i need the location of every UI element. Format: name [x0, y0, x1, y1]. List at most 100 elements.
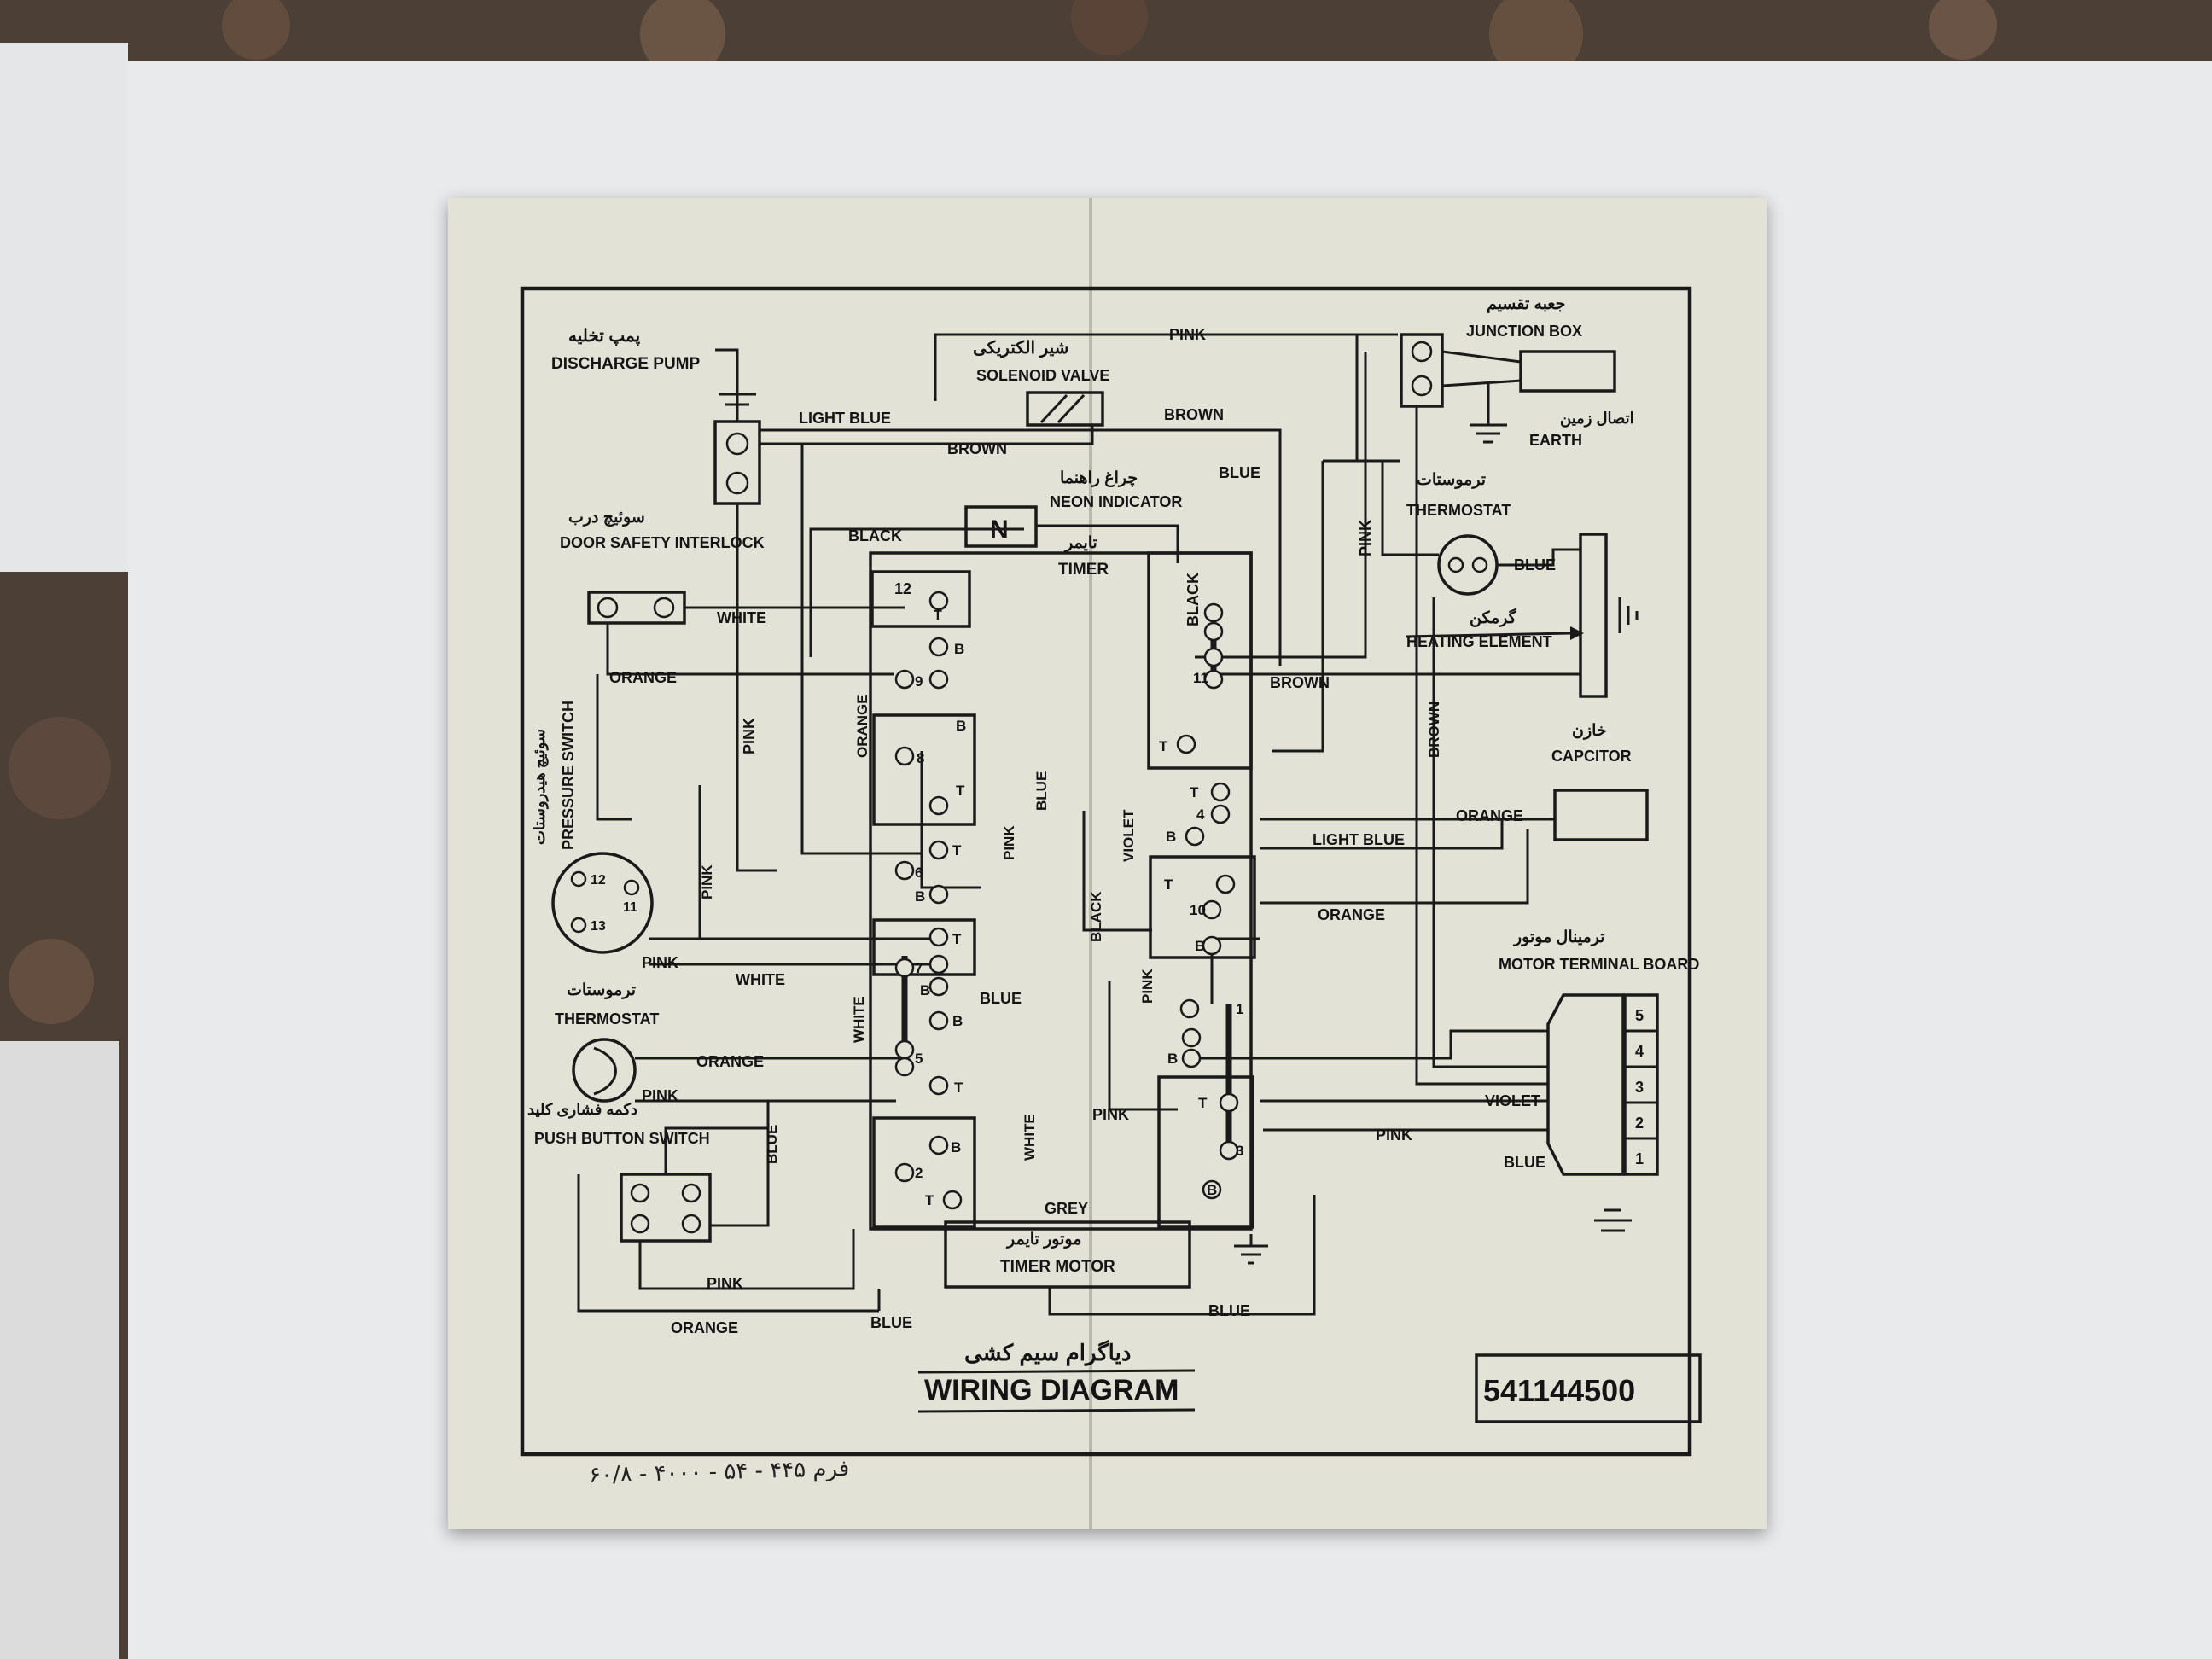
timer-terminal-t: T	[1198, 1095, 1208, 1111]
wire-label-white: WHITE	[717, 609, 766, 626]
timer-terminal-b: B	[956, 718, 966, 734]
paper-scrap	[0, 43, 128, 572]
wire-label-pink: PINK	[1376, 1126, 1412, 1144]
timer-terminal-b: B	[1167, 1051, 1178, 1067]
wire-label-brown: BROWN	[1270, 674, 1330, 691]
terminal-13-ps: 13	[591, 919, 606, 934]
door-interlock-label: DOOR SAFETY INTERLOCK	[560, 534, 765, 551]
discharge-pump-label: DISCHARGE PUMP	[551, 355, 701, 373]
timer-terminal-b: B	[952, 1013, 963, 1029]
terminal-screws	[894, 591, 1239, 1210]
wire-color-labels: PINK LIGHT BLUE BROWN BROWN BLUE BLACK P…	[609, 326, 1556, 1336]
motor-pin-5: 5	[1635, 1007, 1644, 1024]
timer-motor-label-fa: موتور تایمر	[1005, 1231, 1081, 1249]
neon-label-fa: چراغ راهنما	[1060, 469, 1138, 487]
timer-terminal-6: 6	[915, 864, 923, 881]
timer-terminal-4: 4	[1196, 806, 1205, 823]
push-button-label: PUSH BUTTON SWITCH	[534, 1130, 710, 1147]
timer-terminal-b: B	[915, 888, 925, 905]
timer-terminal-9: 9	[915, 673, 923, 690]
wire-label-black: BLACK	[848, 527, 902, 544]
thermostat-left-label-fa: ترموستات	[567, 981, 636, 999]
timer-terminal-t: T	[1164, 876, 1173, 893]
wire-label-white: WHITE	[851, 996, 867, 1043]
pressure-switch	[551, 852, 654, 954]
thermostat-top-label-fa: ترموستات	[1417, 471, 1486, 489]
capacitor-label: CAPCITOR	[1551, 748, 1632, 765]
wire-label-black: BLACK	[1088, 891, 1104, 942]
terminal-labels: 12 T B 9 B 8 T T 6 B T 7 B B 5 T B 2 T 1…	[894, 580, 1243, 1208]
wire-label-blue: BLUE	[1208, 1302, 1250, 1319]
wire-label-orange: ORANGE	[854, 694, 870, 758]
junction-plug	[1519, 350, 1616, 393]
wire-label-blue: BLUE	[764, 1125, 780, 1164]
pressure-switch-label-fa: سوئیچ هیدروستات	[531, 729, 549, 845]
wire-label-violet: VIOLET	[1121, 809, 1137, 862]
earth-label: EARTH	[1529, 432, 1582, 449]
door-interlock-label-fa: سوئیچ درب	[568, 509, 645, 527]
motor-terminal-label-fa: ترمینال موتور	[1512, 928, 1605, 946]
motor-terminal-label: MOTOR TERMINAL BOARD	[1499, 956, 1699, 973]
solenoid-label: SOLENOID VALVE	[976, 367, 1109, 384]
timer-label: TIMER	[1058, 561, 1109, 579]
wire-label-orange: ORANGE	[1318, 906, 1385, 923]
terminal-11-ps: 11	[623, 900, 637, 915]
wire-label-white: WHITE	[1022, 1114, 1038, 1161]
solenoid-label-fa: شیر الکتریکی	[973, 339, 1068, 358]
wire-label-pink: PINK	[707, 1275, 743, 1292]
wire-label-pink: PINK	[642, 1087, 678, 1104]
timer-terminal-12: 12	[894, 580, 911, 597]
paper-fold	[1089, 198, 1092, 1529]
wire-label-light-blue: LIGHT BLUE	[1313, 831, 1405, 848]
timer-terminal-b: B	[1166, 829, 1176, 845]
timer-terminal-t: T	[925, 1192, 934, 1208]
timer-terminal-t: T	[954, 1080, 963, 1096]
earth-label-fa: اتصال زمین	[1560, 410, 1634, 428]
heating-element	[1579, 533, 1608, 698]
timer-terminal-t: T	[1159, 738, 1168, 754]
pressure-switch-label: PRESSURE SWITCH	[560, 701, 577, 850]
timer-terminal-5: 5	[915, 1051, 923, 1067]
timer-motor-label: TIMER MOTOR	[1000, 1258, 1115, 1276]
wire-label-orange: ORANGE	[609, 669, 677, 686]
wire-label-pink: PINK	[1001, 825, 1017, 860]
timer-terminal-3: 3	[1236, 1143, 1243, 1159]
wire-label-light-blue: LIGHT BLUE	[799, 410, 891, 427]
capacitor	[1553, 789, 1649, 841]
junction-box-label-fa: جعبه تقسیم	[1487, 295, 1565, 313]
wire-label-brown: BROWN	[1164, 406, 1224, 423]
timer-terminal-2: 2	[915, 1165, 923, 1181]
wire-label-violet: VIOLET	[1485, 1092, 1540, 1109]
junction-terminal	[1400, 333, 1444, 408]
timer-terminal-t: T	[934, 608, 942, 623]
timer-terminal-1: 1	[1236, 1001, 1243, 1017]
wire-label-blue: BLUE	[1504, 1154, 1545, 1171]
timer-terminal-t: T	[956, 783, 965, 799]
heating-element-label: HEATING ELEMENT	[1406, 633, 1552, 650]
wire-label-pink: PINK	[1092, 1106, 1129, 1123]
part-number-box	[1475, 1353, 1702, 1423]
wire-label-brown: BROWN	[947, 440, 1007, 457]
timer-terminal-t: T	[952, 931, 962, 947]
thermostat-top-label: THERMOSTAT	[1406, 502, 1511, 519]
wire-label-pink: PINK	[1169, 326, 1206, 343]
ground-symbol	[1234, 1234, 1268, 1265]
wire-label-grey: GREY	[1045, 1200, 1088, 1217]
paper-scrap	[0, 1041, 119, 1659]
junction-box-label: JUNCTION BOX	[1466, 323, 1582, 340]
wire-label-pink: PINK	[741, 718, 758, 754]
wire-label-pink: PINK	[1139, 969, 1155, 1004]
timer-motor-box	[944, 1220, 1191, 1289]
diagram-title-fa: دیاگرام سیم کشی	[964, 1340, 1131, 1366]
capacitor-label-fa: خازن	[1572, 722, 1607, 740]
wire-label-orange: ORANGE	[1456, 807, 1523, 824]
thermostat-top	[1437, 534, 1499, 596]
wire-label-blue: BLUE	[1033, 771, 1050, 811]
timer-terminal-11: 11	[1193, 670, 1208, 686]
wire-label-orange: ORANGE	[696, 1053, 764, 1070]
wire-label-pink: PINK	[642, 954, 678, 971]
wire-label-pink: PINK	[1357, 520, 1374, 556]
motor-terminal-board	[1546, 993, 1625, 1176]
push-button-label-fa: دکمه فشاری کلید	[527, 1101, 637, 1119]
